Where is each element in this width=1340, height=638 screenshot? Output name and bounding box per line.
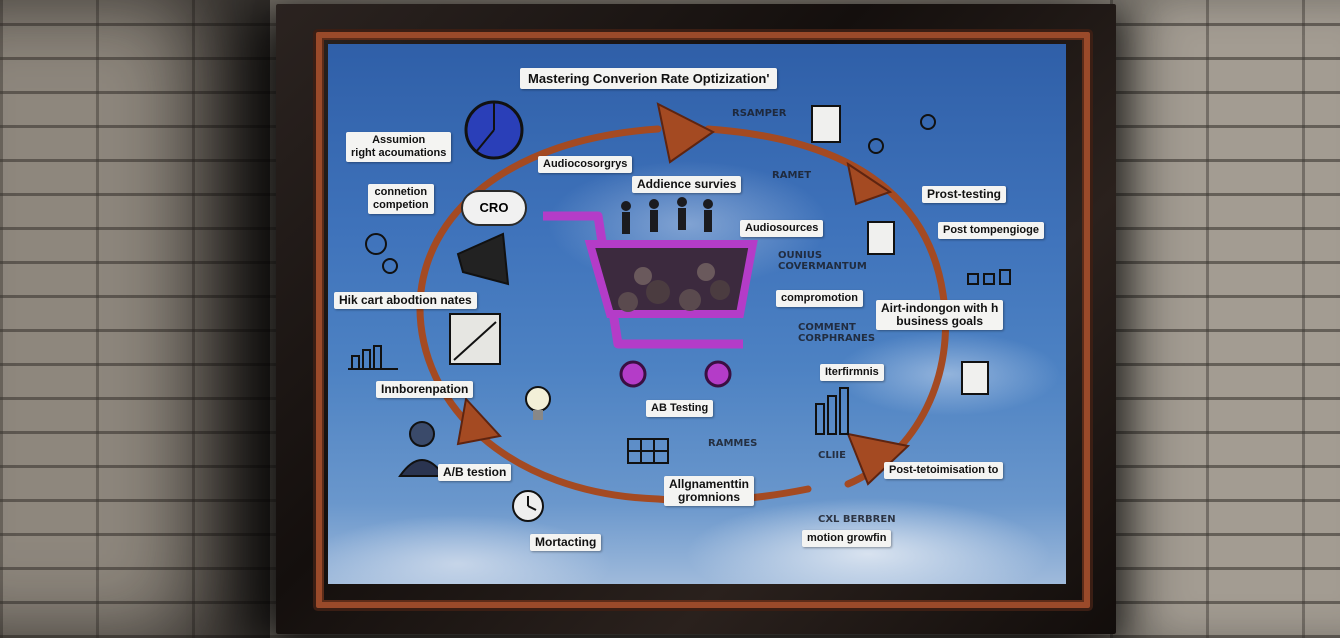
scribble-comment: COMMENT CORPHRANES	[798, 322, 876, 344]
label-assumption: Assumion right acoumations	[346, 132, 452, 162]
arrowhead-right	[846, 161, 893, 206]
label-motion-growth: motion growfin	[802, 530, 892, 547]
scribble-ouliners: OUNIUS COVERMANTUM	[778, 250, 867, 272]
label-performance: Iterfirmnis	[820, 364, 884, 381]
frame-copper-border	[316, 32, 1090, 608]
label-competition: connetion competion	[368, 184, 434, 214]
arrowhead-top	[656, 102, 715, 164]
label-interpretation: Innborenpation	[376, 381, 474, 398]
gear-icon	[365, 233, 398, 274]
growth-chart-icon	[449, 313, 501, 365]
scribble-rsamper: RSAMPER	[732, 108, 787, 119]
label-ab-testion: A/B testion	[438, 464, 512, 481]
clock-icon	[512, 490, 544, 522]
checklist-icon	[961, 361, 989, 395]
document-icon-right	[867, 221, 895, 255]
document-icon-top	[811, 105, 841, 143]
scribble-rammet: RAMMES	[708, 438, 758, 449]
bar-chart-icon-left	[348, 345, 398, 370]
label-post-testing: Prost-testing	[922, 186, 1007, 203]
scribble-ramet: RAMET	[772, 170, 812, 181]
table-icon	[627, 438, 669, 464]
shopping-cart-icon	[543, 211, 758, 388]
lightbulb-icon	[525, 386, 551, 420]
cycle-arrow-right	[704, 125, 950, 488]
label-alignment-growth: Allgnamenttin gromnions	[664, 476, 754, 506]
diagram-title: Mastering Converion Rate Optizization'	[520, 68, 778, 89]
label-compromotion: compromotion	[776, 290, 863, 307]
label-marketing: Mortacting	[530, 534, 602, 551]
user-avatar-icon	[398, 421, 446, 477]
bulb-icon-top-right	[868, 114, 936, 154]
label-cart-abandon: Hik cart abodtion nates	[334, 292, 477, 309]
people-icon	[621, 197, 713, 234]
megaphone-icon	[456, 232, 510, 286]
scribble-clie: CLIIE	[818, 450, 846, 461]
checkbox-icons	[967, 269, 1011, 285]
label-post-optimization: Post-tetoimisation to	[884, 462, 1004, 479]
label-audience-group: Audiocosorgrys	[538, 156, 633, 173]
label-audience-surveys: Addience survies	[632, 176, 742, 193]
brick-wall-left	[0, 0, 270, 638]
pie-chart-icon	[464, 100, 524, 160]
label-alignment-goals: Airt-indongon with h business goals	[876, 300, 1004, 330]
label-audio-sources: Audiosources	[740, 220, 824, 237]
arrowhead-left	[456, 396, 502, 446]
cycle-arrows	[348, 100, 1011, 522]
diagram-canvas: Mastering Converion Rate Optizization' C…	[328, 44, 1066, 584]
bar-chart-icon-right	[815, 387, 849, 435]
brick-wall-right	[1110, 0, 1340, 638]
label-post-tongue: Post tompengioge	[938, 222, 1044, 239]
scribble-cxl: CXL BERBREN	[818, 514, 896, 525]
label-ab-testing: AB Testing	[646, 400, 714, 417]
cro-badge: CRO	[461, 190, 527, 226]
